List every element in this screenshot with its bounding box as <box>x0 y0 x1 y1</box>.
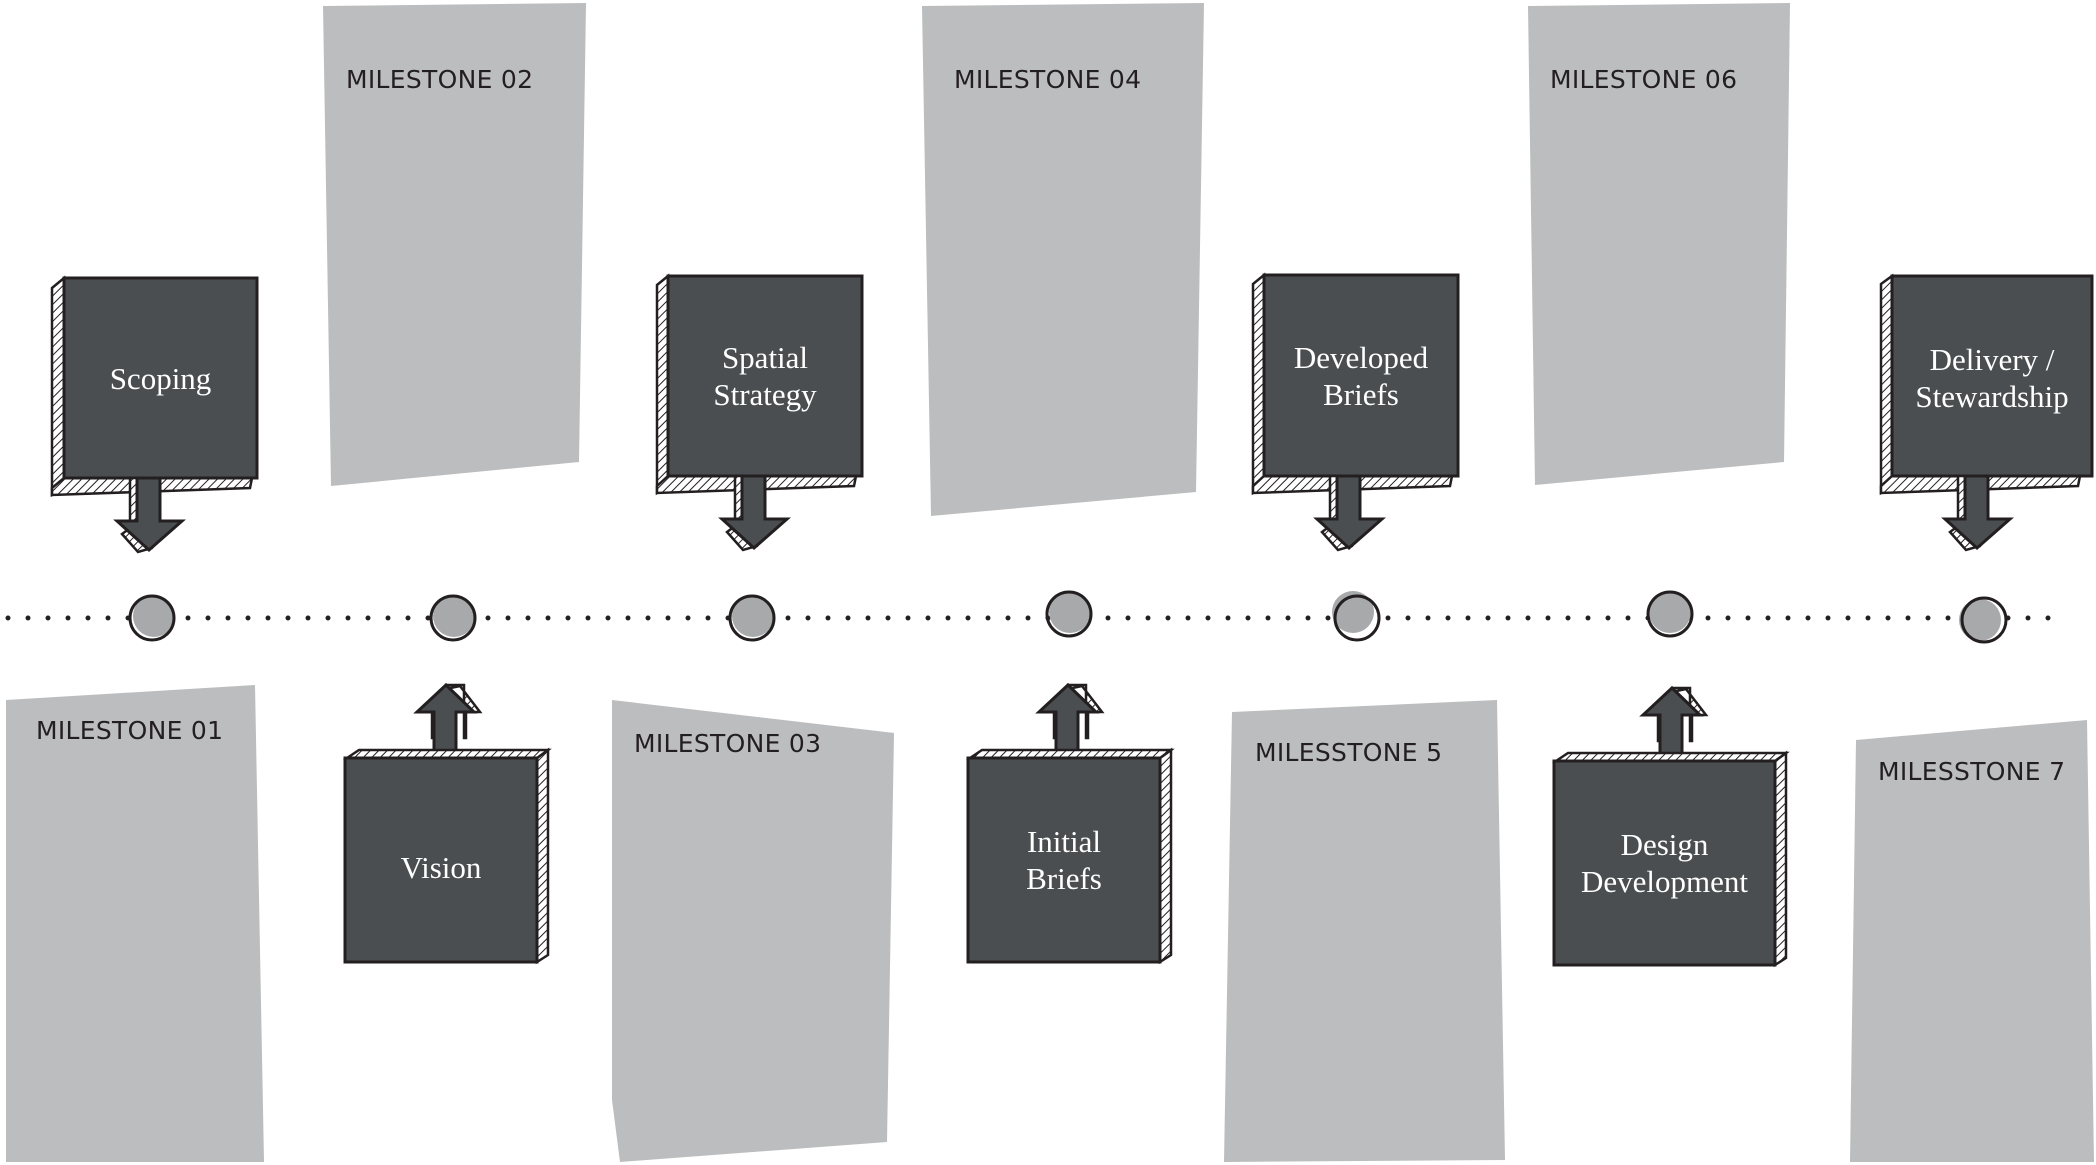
phase-label-line2: Strategy <box>713 377 817 412</box>
milestone-card-05 <box>1224 700 1505 1162</box>
timeline-node-2 <box>429 594 477 642</box>
phase-label-delivery-stewardship: Delivery /Stewardship <box>1892 278 2092 478</box>
milestone-card-04 <box>922 3 1204 516</box>
timeline-node-5 <box>1332 591 1381 642</box>
milestone-title-02: MILESTONE 02 <box>346 65 534 94</box>
milestone-title-06: MILESTONE 06 <box>1550 65 1738 94</box>
phase-label-line2: Briefs <box>1026 861 1102 896</box>
milestone-card-03 <box>612 700 894 1162</box>
milestone-title-03: MILESTONE 03 <box>634 729 822 758</box>
phase-box-developed-briefs <box>1251 272 1460 552</box>
up-arrow-icon <box>1639 685 1709 763</box>
up-arrow-icon <box>413 682 483 760</box>
phase-label-line2: Development <box>1580 864 1748 899</box>
phase-label-scoping: Scoping <box>64 278 257 478</box>
phase-box-scoping <box>50 275 259 554</box>
milestone-title-04: MILESTONE 04 <box>954 65 1142 94</box>
phase-label-line1: Spatial <box>721 340 809 375</box>
down-arrow-icon <box>113 476 186 554</box>
milestone-title-01: MILESTONE 01 <box>36 716 224 745</box>
timeline-node-1 <box>128 594 176 642</box>
phase-box-delivery-stewardship <box>1879 273 2094 552</box>
milestone-title-05: MILESSTONE 5 <box>1255 738 1443 767</box>
phase-label-line1: Developed <box>1293 339 1429 375</box>
phase-label-line1: Vision <box>400 849 482 885</box>
timeline-node-4 <box>1045 590 1093 638</box>
milestone-card-02 <box>323 3 586 486</box>
timeline-node-3 <box>728 594 776 642</box>
phase-label-line1: Design <box>1620 827 1709 862</box>
milestone-card-01 <box>6 685 264 1162</box>
phase-label-vision: Vision <box>345 765 537 969</box>
down-arrow-icon <box>1941 474 2014 552</box>
up-arrow-icon <box>1035 682 1105 760</box>
milestone-card-06 <box>1528 3 1790 485</box>
phase-label-line1: Initial <box>1026 824 1102 859</box>
phase-box-initial-briefs <box>965 682 1175 965</box>
down-arrow-icon <box>718 474 791 552</box>
phase-box-spatial-strategy <box>655 273 864 552</box>
phase-label-line2: Stewardship <box>1915 379 2069 414</box>
milestone-card-07 <box>1850 720 2094 1162</box>
phase-box-vision <box>342 682 552 965</box>
phase-label-line1: Scoping <box>109 360 212 396</box>
milestone-title-07: MILESSTONE 7 <box>1878 757 2066 786</box>
timeline-node-7 <box>1959 596 2008 644</box>
timeline-node-6 <box>1646 590 1694 638</box>
timeline-nodes <box>128 590 2008 644</box>
phase-label-line1: Delivery / <box>1929 342 2055 377</box>
down-arrow-icon <box>1313 474 1386 552</box>
phase-box-design-development <box>1551 685 1790 968</box>
phase-label-line2: Briefs <box>1323 376 1399 412</box>
